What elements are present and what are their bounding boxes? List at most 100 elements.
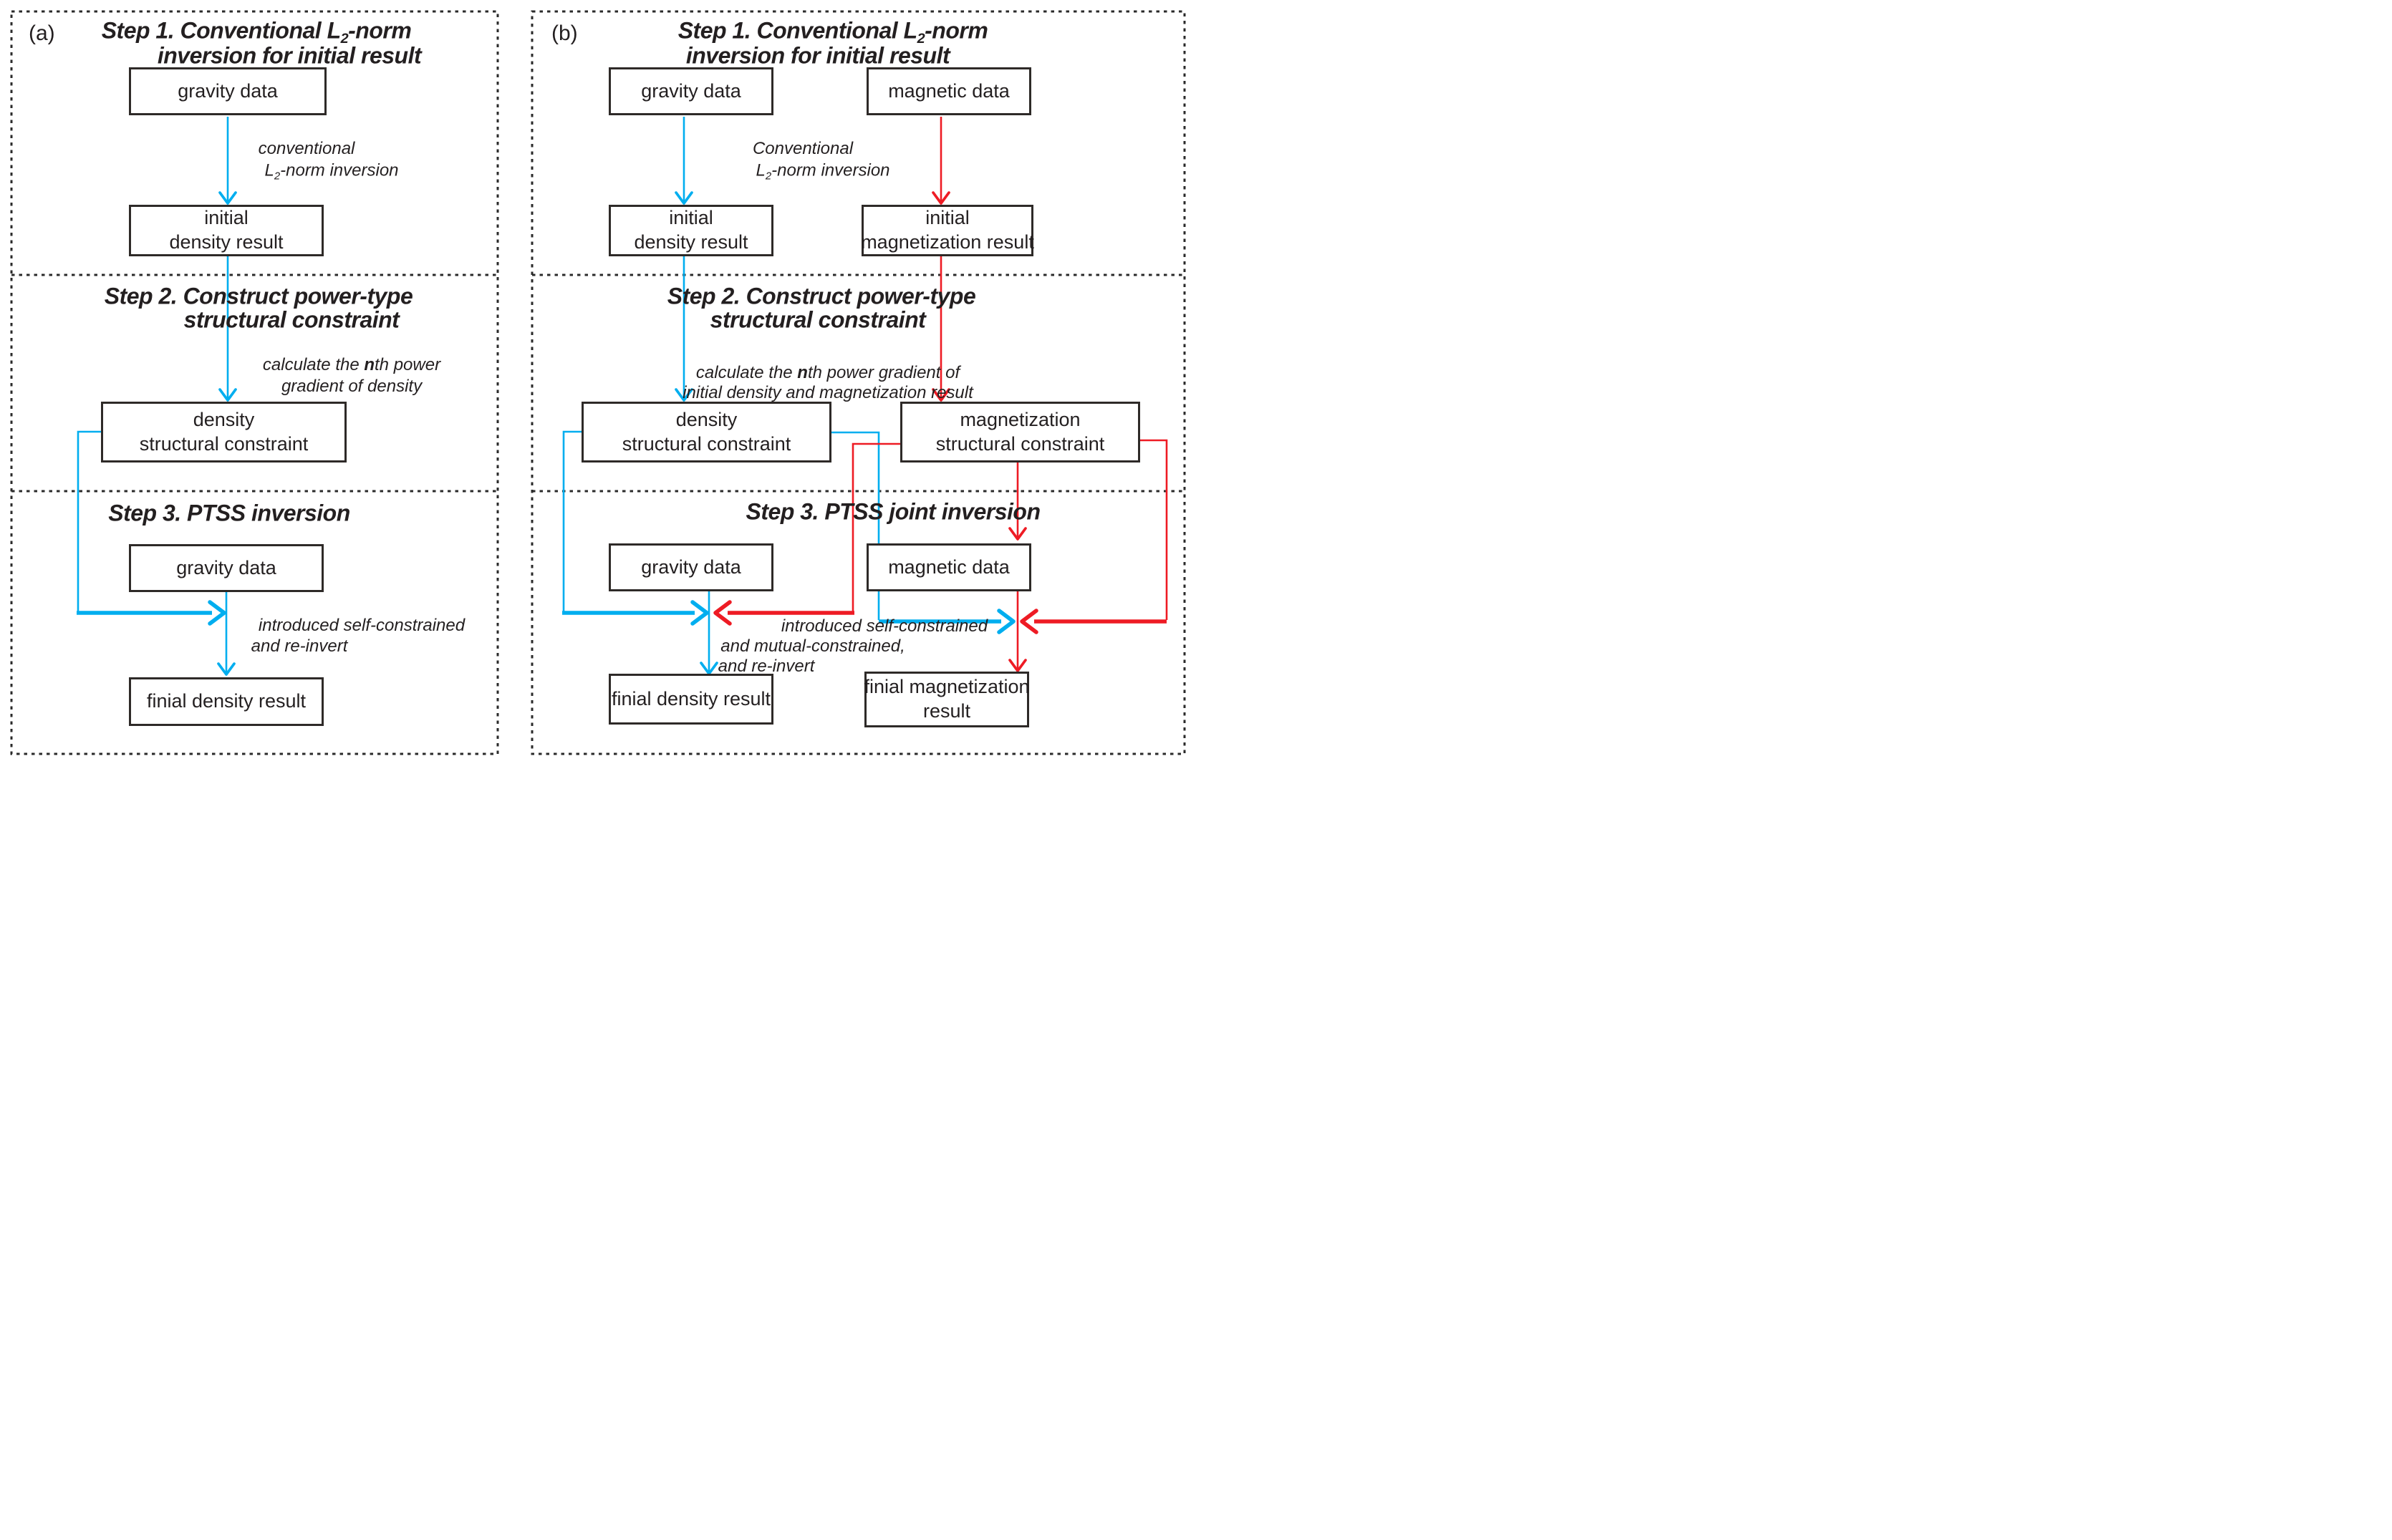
panel-a-step3-title: Step 3. PTSS inversion	[108, 500, 350, 526]
box-label: gravity data	[641, 556, 741, 578]
a-box-gravity-data-1: gravity data	[129, 67, 327, 115]
box-label-line1: initial	[204, 207, 249, 229]
b-arrowhead-right-left-junction	[690, 600, 709, 626]
b-intro-label-line3: and re-invert	[718, 657, 815, 677]
box-label-line1: finial magnetization	[864, 676, 1030, 698]
label-text: L	[756, 160, 766, 180]
panel-a-step2-title-line1: Step 2. Construct power-type	[104, 283, 413, 309]
panel-b-step1-title-line2: inversion for initial result	[685, 42, 950, 69]
a-calc-label-line1: calculate the nth power	[263, 355, 440, 375]
panel-a-step2-title-line2: structural constraint	[183, 306, 400, 333]
b-arrowhead-down-red-1	[932, 191, 950, 205]
title-text: -norm	[348, 17, 412, 44]
a-intro-label-line1: introduced self-constrained	[258, 616, 466, 636]
a-intro-label-line2: and re-invert	[251, 636, 348, 657]
b-mutual-constraint-line-red	[852, 442, 900, 612]
box-label-line2: structural constraint	[622, 432, 791, 455]
box-label: finial density result	[146, 690, 307, 712]
b-conv-label-line1: Conventional	[752, 139, 854, 159]
a-box-finial-density-result: finial density result	[129, 677, 324, 726]
panel-b-step2-title-line1: Step 2. Construct power-type	[667, 283, 976, 309]
panel-b-tag: (b)	[551, 21, 578, 45]
title-text: Step 1. Conventional L	[677, 17, 917, 44]
box-label: finial density result	[611, 687, 771, 710]
box-label-line2: magnetization result	[861, 231, 1034, 253]
b-box-initial-density-result: initial density result	[609, 205, 773, 256]
box-label-line1: magnetization	[960, 408, 1081, 430]
b-arrowhead-right-right-junction	[997, 609, 1016, 634]
a-arrowhead-right-junction	[208, 600, 226, 626]
box-label-line2: structural constraint	[935, 432, 1105, 455]
a-arrowhead-down-3	[217, 662, 236, 676]
b-arrowhead-left-left-junction	[713, 600, 732, 626]
b-self-constraint-line-red	[1140, 439, 1168, 620]
b-intro-label-line2: and mutual-constrained,	[720, 636, 905, 657]
box-label-line2: density result	[169, 231, 284, 253]
connector-layer	[10, 10, 1186, 755]
box-label-line2: density result	[634, 231, 748, 253]
b-calc-label-line1: calculate the nth power gradient of	[696, 363, 960, 383]
box-label-line2: structural constraint	[139, 432, 309, 455]
subscript-2: 2	[917, 30, 925, 47]
a-arrowhead-down-1	[218, 191, 237, 205]
box-label: magnetic data	[888, 79, 1010, 102]
title-text: Step 1. Conventional L	[101, 17, 341, 44]
b-box-magnetic-data-1: magnetic data	[867, 67, 1031, 115]
b-arrowhead-down-1	[675, 191, 693, 205]
box-label: gravity data	[641, 79, 741, 102]
b-box-finial-magnetization-result: finial magnetization result	[864, 672, 1030, 727]
bold-n: n	[364, 355, 375, 375]
box-label-line1: density	[675, 408, 738, 430]
label-text: L	[264, 160, 274, 180]
box-label: magnetic data	[888, 556, 1010, 578]
b-box-finial-density-result: finial density result	[609, 674, 773, 725]
b-box-magnetic-data-2: magnetic data	[867, 543, 1031, 591]
label-text: calculate the	[262, 355, 365, 375]
panel-b-step3-title: Step 3. PTSS joint inversion	[746, 498, 1041, 525]
b-box-gravity-data-1: gravity data	[609, 67, 773, 115]
b-arrowhead-down-red-3	[1008, 527, 1027, 541]
b-box-gravity-data-2: gravity data	[609, 543, 773, 591]
panel-a-border	[10, 10, 499, 755]
panel-b-step1-title-line1: Step 1. Conventional L2-norm	[678, 17, 988, 47]
title-text: -norm	[925, 17, 988, 44]
b-self-constraint-line-blue	[562, 430, 582, 612]
ptss-inversion-flowchart: (a) Step 1. Conventional L2-norm inversi…	[0, 0, 1196, 770]
b-box-density-structural-constraint: density structural constraint	[582, 402, 831, 463]
panel-a-step1-title-line2: inversion for initial result	[157, 42, 422, 69]
b-arrowhead-left-right-junction	[1020, 609, 1038, 634]
a-arrowhead-down-2	[218, 388, 237, 402]
b-conv-label-line2: L2-norm inversion	[756, 161, 889, 183]
subscript-2: 2	[274, 170, 281, 183]
b-box-magnetization-structural-constraint: magnetization structural constraint	[900, 402, 1140, 463]
b-arrowhead-down-red-2	[932, 388, 950, 402]
panel-a-tag: (a)	[29, 21, 55, 45]
panel-b-step2-title-line2: structural constraint	[710, 306, 926, 333]
box-label-line1: initial	[669, 207, 713, 229]
a-box-gravity-data-2: gravity data	[129, 544, 324, 592]
b-arrowhead-down-red-4	[1008, 659, 1027, 672]
b-arrowhead-down-2	[675, 388, 693, 402]
label-text: -norm inversion	[771, 160, 890, 180]
b-intro-label-line1: introduced self-constrained	[781, 616, 988, 636]
subscript-2: 2	[765, 170, 772, 183]
box-label: gravity data	[176, 556, 276, 578]
label-text: th power gradient of	[807, 363, 960, 383]
box-label-line1: initial	[925, 207, 970, 229]
a-calc-label-line2: gradient of density	[281, 377, 423, 397]
panel-a-step1-title-line1: Step 1. Conventional L2-norm	[102, 17, 412, 47]
panel-b-border	[531, 10, 1186, 755]
label-text: -norm inversion	[280, 160, 399, 180]
b-box-initial-magnetization-result: initial magnetization result	[861, 205, 1034, 256]
box-label-line2: result	[922, 700, 971, 722]
a-conv-label-line2: L2-norm inversion	[264, 161, 398, 183]
a-box-initial-density-result: initial density result	[129, 205, 324, 256]
label-text: calculate the	[695, 363, 798, 383]
subscript-2: 2	[340, 30, 349, 47]
box-label-line1: density	[193, 408, 255, 430]
a-self-constraint-line	[77, 430, 101, 612]
bold-n: n	[797, 363, 808, 383]
b-calc-label-line2: initial density and magnetization result	[683, 383, 973, 403]
b-mutual-constraint-line-blue	[831, 431, 880, 620]
box-label: gravity data	[178, 79, 278, 102]
